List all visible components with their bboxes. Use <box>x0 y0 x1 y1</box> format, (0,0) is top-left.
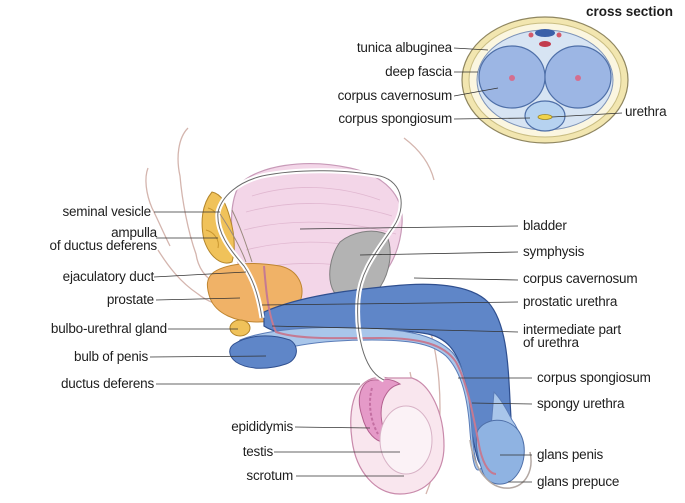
label-bulb-of-penis: bulb of penis <box>74 349 148 364</box>
label-ampulla-line2: of ductus deferens <box>49 238 158 253</box>
label-urethra: urethra <box>625 104 667 119</box>
label-symphysis: symphysis <box>523 244 585 259</box>
label-cross-corpus-cavernosum: corpus cavernosum <box>337 88 453 103</box>
label-glans-prepuce: glans prepuce <box>537 474 620 489</box>
cross-section-leader-lines <box>453 47 623 120</box>
glans-prepuce-shape <box>469 439 532 489</box>
label-corpus-cavernosum: corpus cavernosum <box>523 271 638 286</box>
label-seminal-vesicle: seminal vesicle <box>62 204 151 219</box>
label-bulbo-urethral-gland: bulbo-urethral gland <box>50 321 167 336</box>
label-intermediate-part: intermediate part of urethra <box>523 322 621 350</box>
label-scrotum: scrotum <box>246 468 293 483</box>
label-ductus-deferens: ductus deferens <box>60 376 154 391</box>
label-prostate: prostate <box>106 292 154 307</box>
label-spongy-urethra: spongy urethra <box>537 396 625 411</box>
testis-shape <box>379 405 433 475</box>
label-testis: testis <box>242 444 274 459</box>
cross-section-urethra <box>537 114 553 120</box>
label-ampulla: ampulla of ductus deferens <box>49 225 158 253</box>
label-corpus-spongiosum: corpus spongiosum <box>537 370 651 385</box>
penis-illustration <box>229 265 532 489</box>
label-tunica-albuginea: tunica albuginea <box>356 40 452 55</box>
label-intermediate-line2: of urethra <box>523 335 579 350</box>
main-leader-lines <box>149 211 533 483</box>
label-bladder: bladder <box>523 218 567 233</box>
urethra-path <box>263 265 497 475</box>
label-epididymis: epididymis <box>231 419 293 434</box>
cross-section-illustration <box>461 16 629 144</box>
label-ejaculatory-duct: ejaculatory duct <box>62 269 155 284</box>
cross-section-title: cross section <box>586 4 674 19</box>
label-prostatic-urethra: prostatic urethra <box>523 294 618 309</box>
bulb-of-penis-shape <box>229 335 297 369</box>
label-intermediate-line1: intermediate part <box>523 322 621 337</box>
bulbo-urethral-gland-shape <box>229 319 251 337</box>
scrotum-illustration <box>350 376 445 495</box>
label-cross-corpus-spongiosum: corpus spongiosum <box>338 111 452 126</box>
label-deep-fascia: deep fascia <box>385 64 452 79</box>
label-glans-penis: glans penis <box>537 447 604 462</box>
label-ampulla-line1: ampulla <box>111 225 157 240</box>
glans-penis-shape <box>475 419 525 485</box>
